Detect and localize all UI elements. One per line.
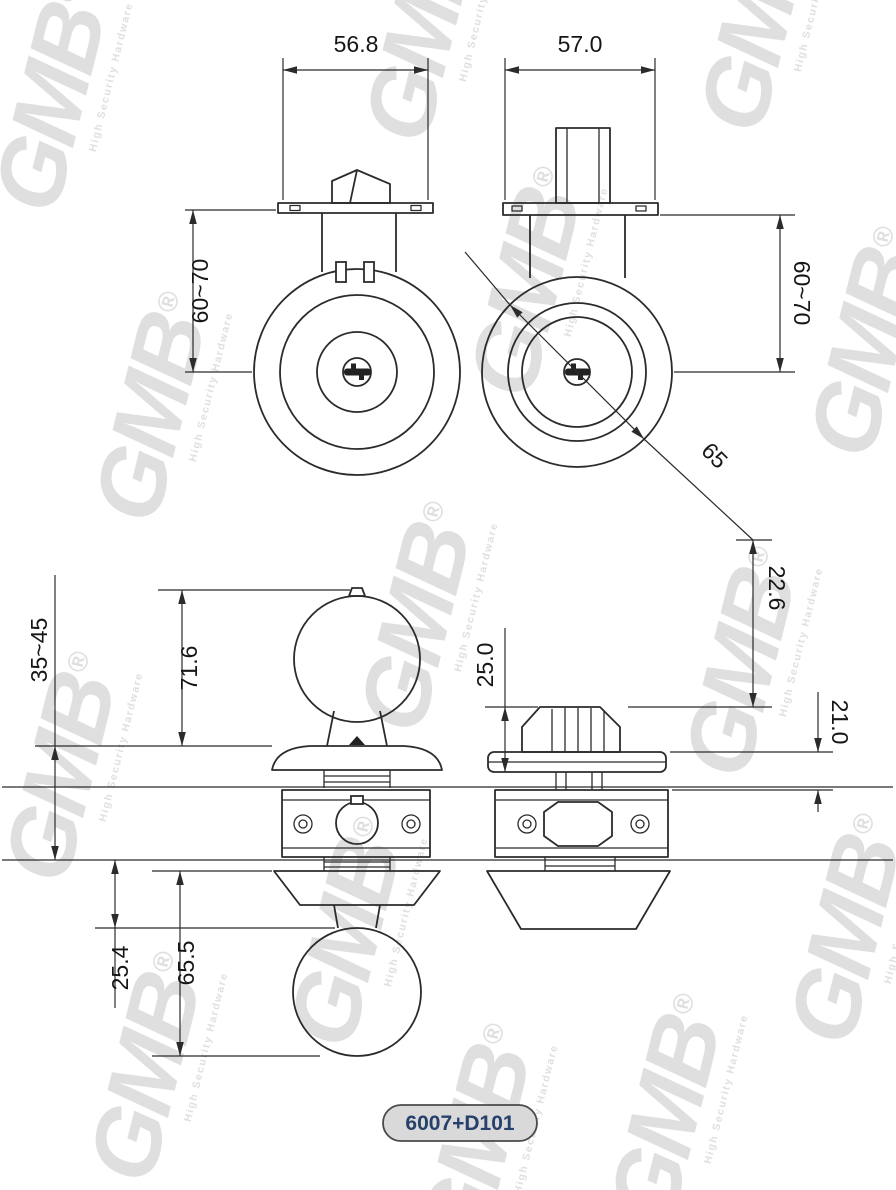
cylinder-body xyxy=(529,215,626,278)
cylinder-face-circle xyxy=(316,331,398,413)
dim-latch-backset-right: 57.0 xyxy=(504,31,656,200)
rose-middle-circle xyxy=(507,302,647,442)
latch-bolt xyxy=(331,169,391,204)
interior-collar xyxy=(544,857,616,871)
dim-cylinder-diameter: 65 xyxy=(464,251,754,541)
deadbolt-exterior-front-view xyxy=(253,169,461,476)
deadbolt-cylinder-spindle-view xyxy=(481,127,673,468)
dim-label: 21.0 xyxy=(827,700,853,745)
inside-collar xyxy=(323,857,391,871)
dim-label: 60~70 xyxy=(789,261,815,326)
chassis-screw-post xyxy=(293,814,313,834)
mounting-post xyxy=(335,261,347,283)
dim-label: 60~70 xyxy=(187,259,213,324)
bolt-chassis xyxy=(494,789,669,858)
latch-hub xyxy=(335,801,379,845)
spindle xyxy=(555,127,611,204)
inside-knob-neck xyxy=(333,904,381,929)
dim-cylinder-offset: 22.6 xyxy=(628,539,790,708)
latch-faceplate xyxy=(277,202,434,214)
chassis-plates xyxy=(282,799,430,849)
tailpiece-stems xyxy=(555,772,603,790)
knob-lockset-side-view xyxy=(271,587,443,1057)
dim-label: 65 xyxy=(696,437,732,473)
dim-latch-backset-left: 56.8 xyxy=(282,31,429,200)
rose-collar xyxy=(323,770,391,788)
chassis-screw-hole xyxy=(635,819,645,829)
chassis-plates xyxy=(495,799,668,849)
rose-outer-circle xyxy=(253,268,461,476)
plate-screw-slot xyxy=(511,205,523,212)
inside-rose xyxy=(273,870,441,906)
dim-label: 71.6 xyxy=(176,646,202,691)
dim-thumbturn-height: 25.0 xyxy=(472,628,538,772)
dim-door-range-left: 60~70 xyxy=(185,209,276,373)
dim-door-range-right: 60~70 xyxy=(660,214,815,373)
rose-screw-mark xyxy=(349,736,365,745)
deadbolt-interior-side-view xyxy=(486,706,671,930)
rose-middle-circle xyxy=(279,294,435,450)
keyway-slot xyxy=(344,368,371,376)
model-badge-pill xyxy=(382,1104,538,1142)
knob-neck xyxy=(326,710,388,747)
plate-screw-slot xyxy=(635,205,647,212)
door-face-lines xyxy=(2,786,893,861)
dim-label: 25.4 xyxy=(107,945,133,990)
dim-label: 57.0 xyxy=(558,31,603,57)
model-badge: 6007+D101 xyxy=(382,1104,538,1142)
interior-rose-cone xyxy=(486,870,671,930)
dim-knob-top-height: 71.6 xyxy=(35,589,350,747)
dim-label: 25.0 xyxy=(472,643,498,688)
thumbturn-knurls xyxy=(551,708,605,752)
faceplate-screw-slot xyxy=(289,204,301,212)
keyway-notch xyxy=(359,374,364,380)
chassis-screw-post xyxy=(630,814,650,834)
keyway-notch xyxy=(351,363,356,370)
rose-outer-circle xyxy=(481,276,673,468)
dim-label: 56.8 xyxy=(334,31,379,57)
dim-label: 65.5 xyxy=(173,941,199,986)
hub-notch xyxy=(350,795,364,805)
thumbturn xyxy=(521,706,621,753)
chassis-screw-hole xyxy=(298,819,308,829)
chassis-screw-hole xyxy=(522,819,532,829)
chassis-screw-hole xyxy=(406,819,416,829)
faceplate-screw-slot xyxy=(410,204,422,212)
dim-rose-offset: 25.4 xyxy=(95,860,335,1008)
outside-rose xyxy=(271,745,443,771)
inside-knob-ball xyxy=(292,927,422,1057)
dim-knob-bottom-height: 65.5 xyxy=(152,870,320,1057)
dim-rose-height: 21.0 xyxy=(670,692,853,812)
mounting-plate xyxy=(502,202,659,216)
dim-door-thickness: 35~45 xyxy=(26,575,59,860)
knob-finial xyxy=(348,587,366,597)
spindle-flats xyxy=(566,128,600,203)
cylinder-body xyxy=(321,213,397,272)
model-number: 6007+D101 xyxy=(405,1112,515,1135)
chassis-screw-post xyxy=(517,814,537,834)
latch-chassis xyxy=(281,789,431,858)
dim-label: 22.6 xyxy=(764,566,790,611)
dim-label: 35~45 xyxy=(26,618,52,683)
chassis-screw-post xyxy=(401,814,421,834)
outside-knob-ball xyxy=(293,595,421,723)
bolt-hub xyxy=(543,801,613,847)
mounting-post xyxy=(363,261,375,283)
